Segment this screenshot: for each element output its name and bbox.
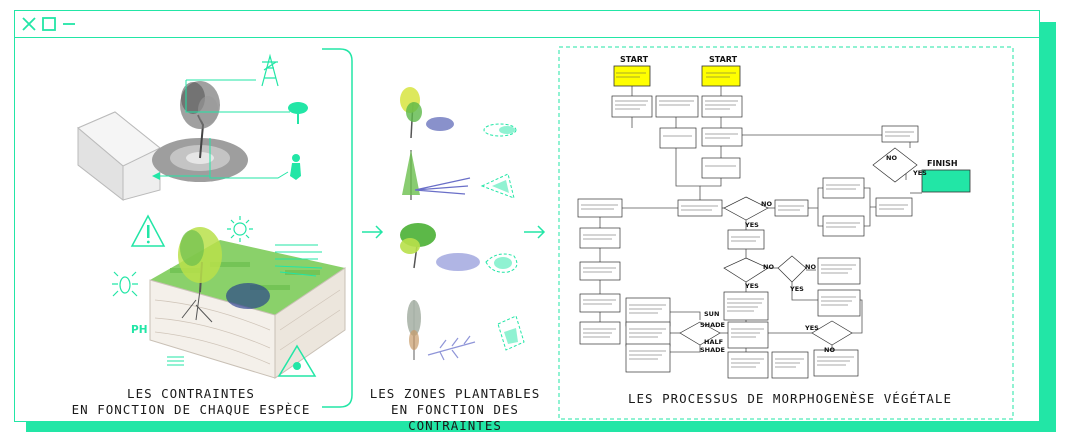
decision-diamonds	[679, 147, 918, 346]
no-label: NO	[763, 263, 774, 271]
arrow-right-icon	[524, 225, 546, 239]
plant-zone-row	[400, 87, 517, 139]
yes-label: YES	[804, 324, 819, 332]
finish-label: FINISH	[927, 159, 958, 168]
yes-label: YES	[912, 169, 927, 177]
hazard-icon	[277, 344, 317, 377]
half-label: HALF	[704, 338, 723, 346]
flowchart-frame	[558, 46, 1014, 420]
plant-zone-row	[402, 150, 515, 200]
start-label: START	[709, 55, 738, 64]
half-shade-label: SHADE	[700, 346, 725, 354]
wind-icon	[274, 244, 323, 277]
arrow-right-icon	[362, 225, 384, 239]
sun-label: SUN	[704, 310, 719, 318]
root-zone-disc	[152, 138, 248, 182]
start-box	[701, 65, 741, 87]
ph-label: PH	[131, 324, 147, 336]
yes-label: YES	[789, 285, 804, 293]
constraint-lines	[154, 79, 290, 179]
power-pylon-icon	[261, 53, 279, 87]
constraints-panel: PH	[77, 48, 353, 408]
minimize-icon[interactable]	[61, 16, 77, 32]
flowchart-connectors	[599, 86, 922, 365]
no-label: NO	[824, 346, 835, 354]
insect-icon	[112, 271, 138, 297]
tree-illustration	[180, 81, 220, 159]
shade-label: SHADE	[700, 321, 725, 329]
close-icon[interactable]	[21, 16, 37, 32]
caption-constraints: LES CONTRAINTES EN FONCTION DE CHAQUE ES…	[71, 386, 311, 417]
no-label: NO	[761, 200, 772, 208]
title-bar	[15, 11, 1039, 38]
yes-label: YES	[744, 282, 759, 290]
branch-labels: NO YES NO YES NO YES NO YES YES NO SUN S…	[700, 154, 927, 354]
plant-zone-row	[407, 300, 525, 361]
caption-planting-zones: LES ZONES PLANTABLES EN FONCTION DES CON…	[369, 386, 541, 433]
window	[14, 10, 1040, 422]
yes-label: YES	[744, 221, 759, 229]
no-label: NO	[886, 154, 897, 162]
tree-icon	[288, 102, 308, 124]
flowchart-panel: START START FINISH	[558, 46, 1014, 420]
panel-bracket	[322, 48, 353, 408]
box-text-lines	[581, 72, 914, 368]
big-tree-illustration	[178, 227, 222, 293]
house-illustration	[77, 111, 161, 202]
caption-morphogenesis: LES PROCESSUS DE MORPHOGENÈSE VÉGÉTALE	[628, 391, 952, 406]
finish-box	[921, 169, 971, 193]
start-label: START	[620, 55, 649, 64]
person-icon	[290, 154, 301, 180]
warning-icon	[130, 214, 166, 247]
plant-zone-row	[400, 223, 518, 273]
water-icon	[167, 356, 184, 366]
start-box	[613, 65, 651, 87]
sun-icon	[227, 216, 253, 242]
maximize-icon[interactable]	[41, 16, 57, 32]
planting-zones-panel	[400, 87, 525, 361]
no-label: NO	[805, 263, 816, 271]
